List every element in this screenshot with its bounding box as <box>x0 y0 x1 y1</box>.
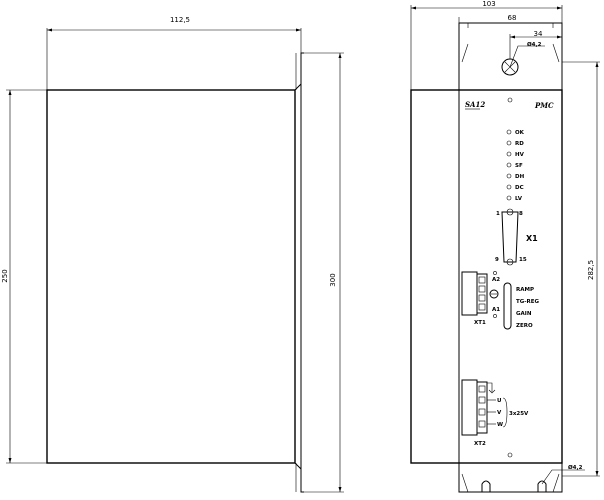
dsub-shell <box>501 211 519 263</box>
indicator-dot <box>507 97 513 103</box>
bottom-slot-left <box>481 480 491 492</box>
offset-dim-label: 34 <box>534 30 543 38</box>
led-group: OK RD HV SF DH DC LV <box>506 129 525 202</box>
supply-label: 3x25V <box>509 411 529 417</box>
terminal-u: U <box>497 398 501 404</box>
led-label-hv: HV <box>515 152 525 158</box>
led-label-lv: LV <box>515 196 523 202</box>
x1-pin-8: 8 <box>519 211 523 217</box>
led-label-dc: DC <box>515 185 524 191</box>
right-height-dim-label: 300 <box>329 273 337 286</box>
total-width-dim-label: 103 <box>482 0 495 8</box>
front-height-dim-label: 282,5 <box>587 260 595 280</box>
led-icon <box>506 140 512 146</box>
led-icon <box>506 129 512 135</box>
inner-width-dim-label: 68 <box>508 14 517 22</box>
led-label-ok: OK <box>515 130 525 136</box>
x1-pin-1: 1 <box>496 211 500 217</box>
bottom-dot <box>507 452 513 458</box>
xt1-terminal-block: XT1 A2 A1 <box>461 271 500 326</box>
terminal-w: W <box>497 422 503 428</box>
side-flange-ends <box>294 52 304 493</box>
x1-connector: 1 8 9 15 X1 <box>495 208 538 266</box>
xt1-a1-label: A1 <box>492 307 500 313</box>
led-label-sf: SF <box>515 163 523 169</box>
side-body <box>46 89 296 464</box>
led-icon <box>506 195 512 201</box>
top-hole-dim: Ø4,2 <box>527 41 542 48</box>
led-icon <box>506 173 512 179</box>
xt2-label: XT2 <box>474 441 486 447</box>
brand-label: PMC <box>534 101 554 110</box>
bottom-slot-right <box>537 480 547 492</box>
side-view: 112,5 250 300 <box>1 16 344 493</box>
bottom-hole-dim: Ø4,2 <box>568 464 583 471</box>
adjust-pots: RAMP TG-REG GAIN ZERO <box>503 282 540 330</box>
x1-pin-15: 15 <box>519 257 527 263</box>
pot-gain: GAIN <box>516 311 532 317</box>
terminal-v: V <box>497 410 502 416</box>
xt2-terminal-block: U V W 3x25V XT2 <box>461 379 529 447</box>
xt1-label: XT1 <box>474 320 486 326</box>
led-label-dh: DH <box>515 174 525 180</box>
xt1-a2-label: A2 <box>492 277 500 283</box>
x1-pin-9: 9 <box>495 257 499 263</box>
led-label-rd: RD <box>515 141 524 147</box>
pot-ramp: RAMP <box>516 287 534 293</box>
pot-zero: ZERO <box>516 323 533 329</box>
front-panel <box>458 22 563 493</box>
ground-arrow-icon <box>488 389 496 394</box>
width-dim-label: 112,5 <box>170 16 190 24</box>
potentiometer-icon <box>489 289 499 299</box>
led-icon <box>506 162 512 168</box>
led-icon <box>506 184 512 190</box>
left-height-dim-label: 250 <box>1 269 9 282</box>
led-icon <box>506 151 512 157</box>
pot-tg-reg: TG-REG <box>516 299 540 305</box>
front-view: Ø4,2 103 68 34 282,5 SA12 PMC OK RD <box>410 0 600 493</box>
pot-slot <box>503 282 512 330</box>
x1-label: X1 <box>526 234 538 243</box>
model-label: SA12 <box>465 100 485 109</box>
